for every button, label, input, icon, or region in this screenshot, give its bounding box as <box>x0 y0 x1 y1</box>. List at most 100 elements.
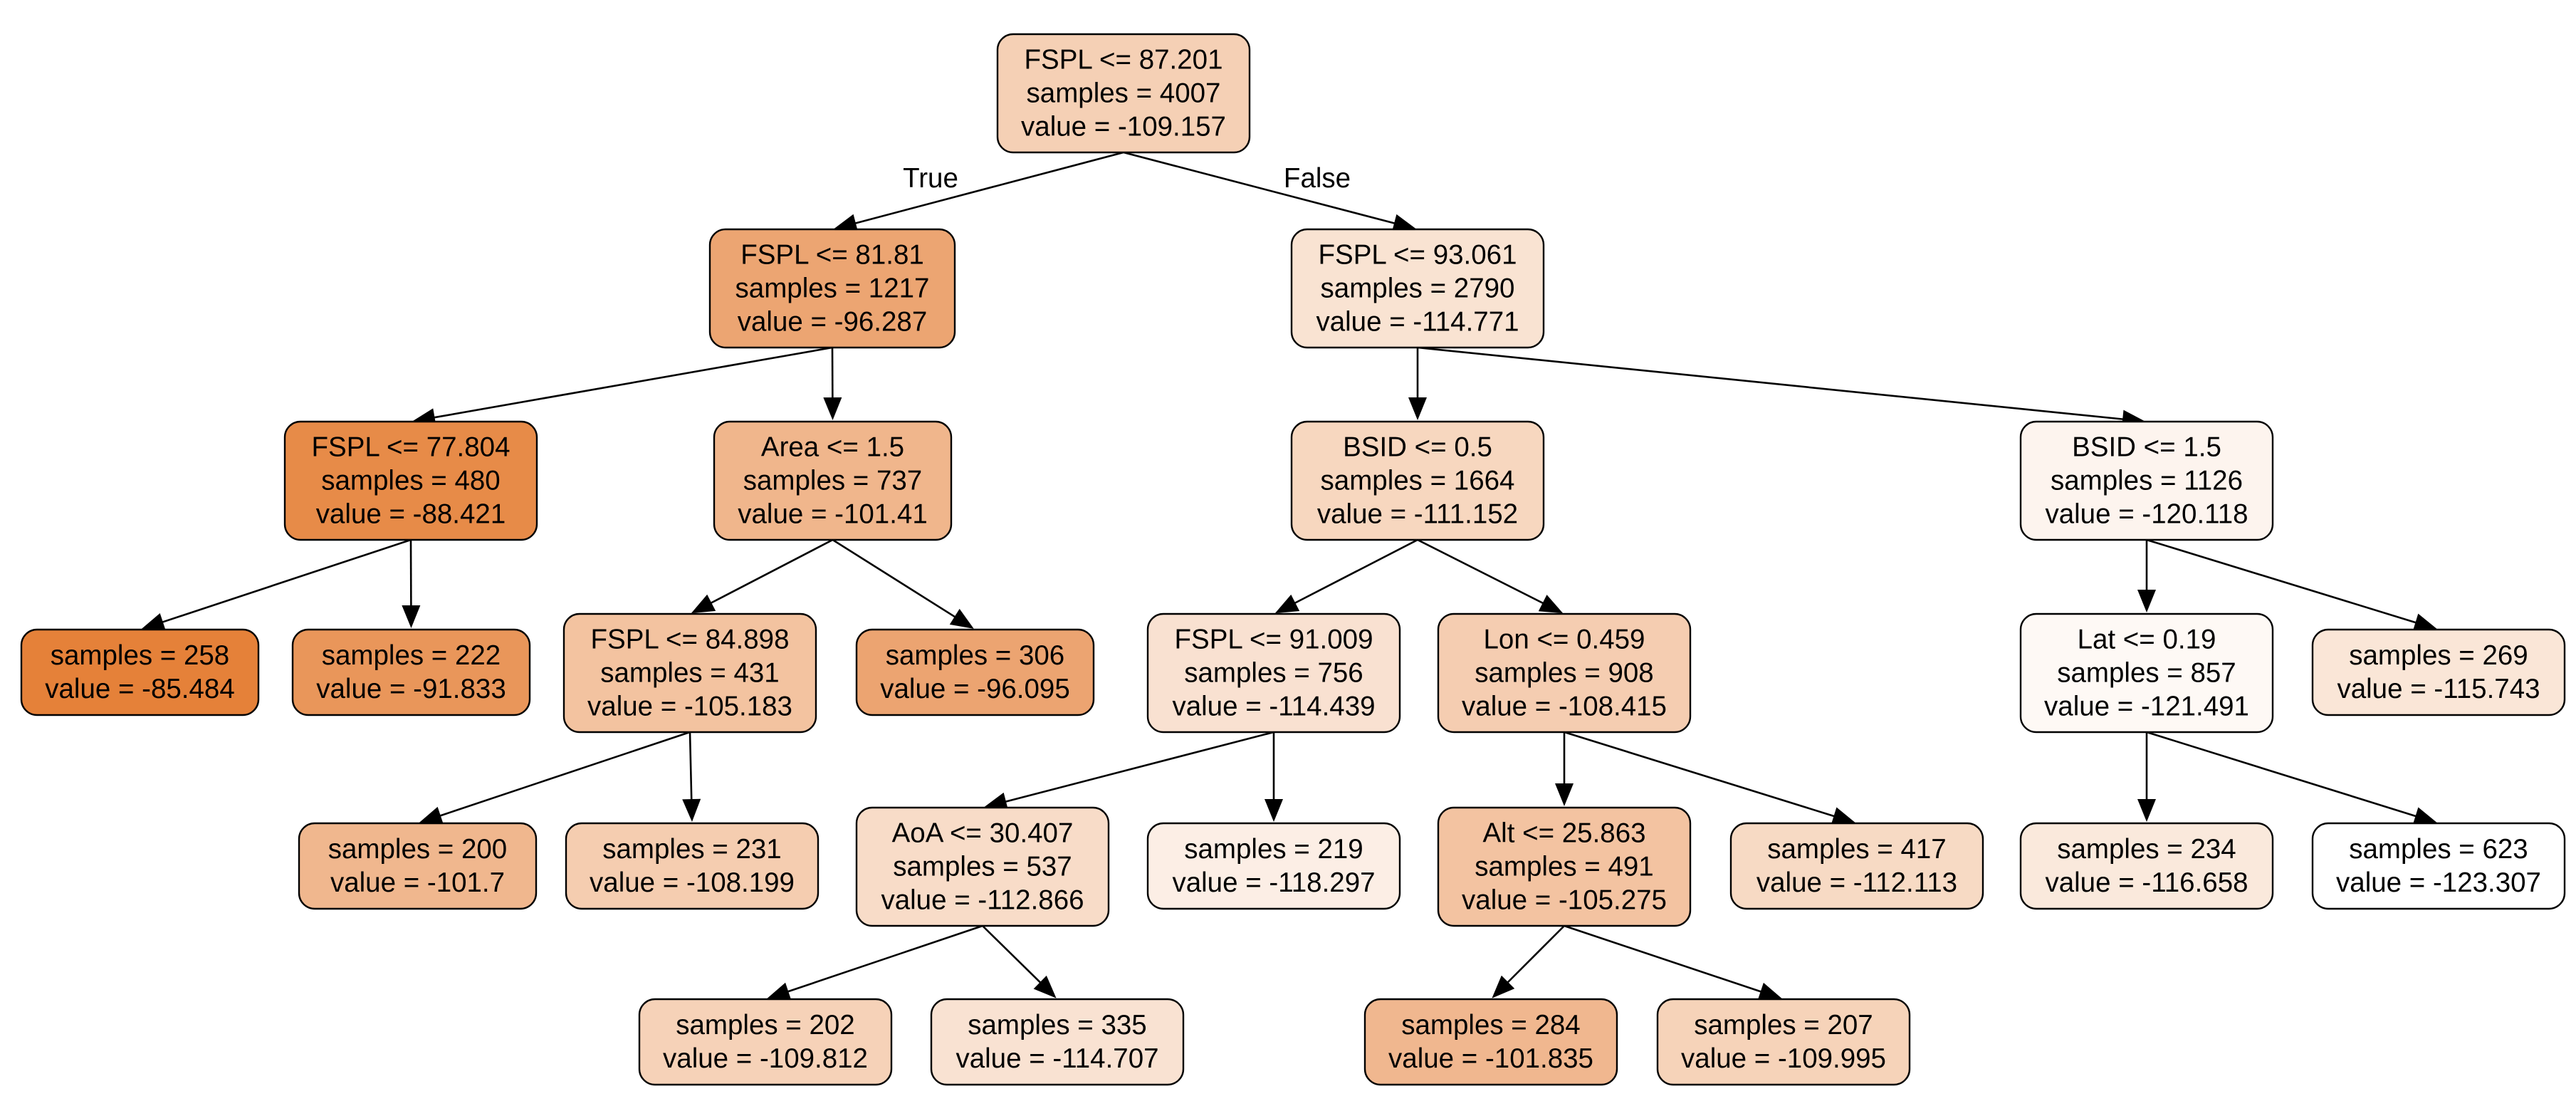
node-value-text: value = -85.484 <box>45 674 235 704</box>
node-box <box>1290 228 1545 349</box>
tree-edge <box>2146 731 2438 825</box>
node-samples-text: samples = 4007 <box>1027 78 1221 109</box>
node-box <box>1146 612 1401 734</box>
node-samples-text: samples = 480 <box>321 466 500 496</box>
node-value-text: value = -109.157 <box>1021 112 1226 142</box>
node-samples-text: samples = 737 <box>743 466 922 496</box>
edge-line <box>1123 151 1396 225</box>
node-box <box>855 806 1110 927</box>
node-split-condition: FSPL <= 93.061 <box>1319 240 1517 271</box>
edge-line <box>688 731 693 801</box>
node-box <box>708 228 956 349</box>
node-value-text: value = -114.771 <box>1316 307 1519 338</box>
node-box <box>996 33 1251 154</box>
node-value-text: value = -108.199 <box>590 867 795 898</box>
edge-arrowhead <box>2412 807 2438 825</box>
node-samples-text: samples = 202 <box>676 1010 854 1040</box>
node-split-condition: Area <= 1.5 <box>761 432 904 463</box>
node-box <box>283 420 538 541</box>
node-box <box>1437 612 1692 734</box>
node-samples-text: samples = 284 <box>1401 1010 1580 1040</box>
edge-arrowhead <box>949 608 974 629</box>
edge-arrowhead <box>1555 783 1574 806</box>
tree-edge <box>983 731 1274 811</box>
node-samples-text: samples = 623 <box>2349 834 2528 865</box>
edge-arrowhead <box>691 594 716 614</box>
node-samples-text: samples = 491 <box>1475 852 1653 882</box>
tree-edge <box>419 731 691 825</box>
node-split-condition: Alt <= 25.863 <box>1482 818 1645 849</box>
tree-edge <box>402 539 421 628</box>
node-value-text: value = -112.113 <box>1756 867 1957 898</box>
node-samples-text: samples = 219 <box>1184 834 1363 865</box>
tree-edge: False <box>1123 151 1417 232</box>
node-samples-text: samples = 1664 <box>1321 466 1515 496</box>
tree-edge <box>1564 924 1783 1001</box>
edge-line <box>2146 538 2417 624</box>
node-value-text: value = -101.41 <box>738 499 928 530</box>
edge-line <box>2146 731 2417 818</box>
edge-arrowhead <box>1757 982 1783 1001</box>
node-value-text: value = -121.491 <box>2044 692 2249 722</box>
node-box <box>562 612 817 734</box>
edge-arrowhead <box>1831 807 1856 825</box>
edge-arrowhead <box>1391 214 1417 232</box>
node-box <box>565 822 820 910</box>
node-samples-text: samples = 857 <box>2057 658 2236 689</box>
node-box <box>291 628 531 716</box>
tree-edge <box>1492 925 1565 998</box>
node-value-text: value = -109.812 <box>663 1043 868 1074</box>
tree-edge <box>1408 348 1427 420</box>
node-box <box>2019 420 2274 541</box>
node-split-condition: FSPL <= 91.009 <box>1175 625 1373 655</box>
edge-line <box>786 924 983 993</box>
edge-line <box>1564 731 1836 818</box>
node-box <box>20 628 260 716</box>
edge-line <box>1417 346 2125 421</box>
node-box <box>930 998 1185 1086</box>
edge-arrowhead <box>1274 594 1300 614</box>
node-split-condition: Lon <= 0.459 <box>1484 625 1645 655</box>
tree-edge <box>691 538 834 614</box>
edge-arrowhead <box>141 612 166 631</box>
edge-line <box>1004 731 1274 803</box>
edge-line <box>854 151 1124 225</box>
edge-line <box>709 538 834 605</box>
node-split-condition: FSPL <= 77.804 <box>312 432 511 463</box>
node-box <box>2019 612 2274 734</box>
tree-edge <box>412 346 833 427</box>
node-samples-text: samples = 537 <box>893 852 1072 882</box>
node-samples-text: samples = 306 <box>886 640 1064 671</box>
node-value-text: value = -96.095 <box>880 674 1070 704</box>
node-value-text: value = -109.995 <box>1681 1043 1886 1074</box>
node-value-text: value = -114.707 <box>955 1043 1158 1074</box>
tree-edge <box>1265 732 1283 822</box>
node-split-condition: FSPL <= 87.201 <box>1025 45 1223 75</box>
node-box <box>2019 822 2274 910</box>
node-value-text: value = -123.307 <box>2336 867 2541 898</box>
edge-line <box>832 538 957 619</box>
node-split-condition: BSID <= 0.5 <box>1343 432 1492 463</box>
edge-label-false: False <box>1284 163 1351 194</box>
node-value-text: value = -96.287 <box>738 307 928 338</box>
node-value-text: value = -91.833 <box>316 674 506 704</box>
edge-line <box>1564 924 1763 993</box>
tree-edge <box>1274 538 1418 614</box>
node-box <box>855 628 1095 716</box>
node-value-text: value = -115.743 <box>2337 674 2540 704</box>
node-box <box>638 998 893 1086</box>
node-split-condition: Lat <= 0.19 <box>2078 625 2216 655</box>
tree-edge <box>2137 732 2156 822</box>
edge-arrowhead <box>419 806 444 825</box>
